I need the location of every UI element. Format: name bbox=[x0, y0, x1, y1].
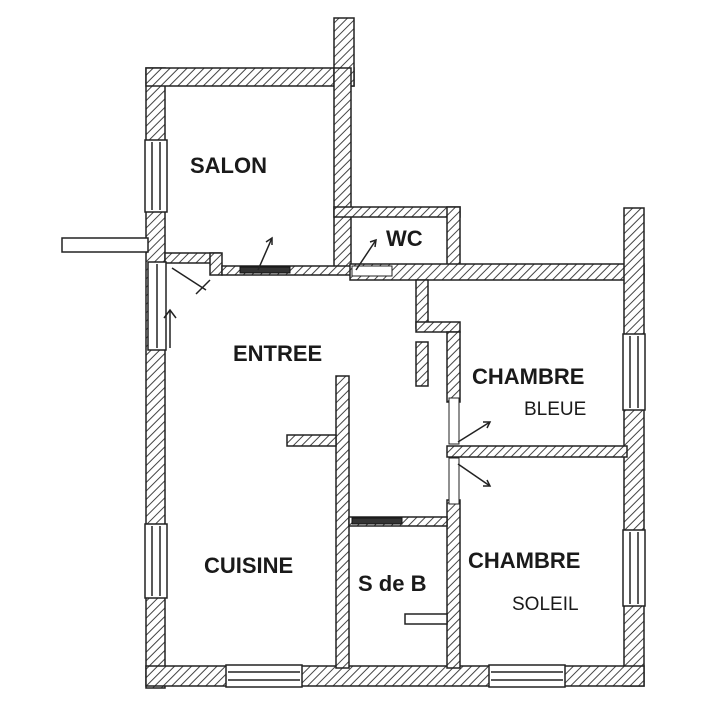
arrow-wc bbox=[355, 239, 377, 271]
interior-doors bbox=[239, 265, 460, 525]
room-labels: SALON WC ENTREE CHAMBRE BLEUE CUISINE S … bbox=[190, 153, 586, 615]
arrow-entrance bbox=[171, 267, 207, 291]
label-chambre-soleil: CHAMBRE bbox=[468, 548, 580, 573]
wall-chambre-soleil-left bbox=[446, 499, 461, 669]
wall-bedrooms-divider bbox=[446, 445, 628, 458]
door-wc bbox=[351, 265, 393, 277]
window-salon bbox=[144, 139, 168, 213]
window-chambre-soleil bbox=[622, 529, 646, 607]
label-wc: WC bbox=[386, 226, 423, 251]
wall-chambre-bleue-left bbox=[446, 331, 461, 403]
wall-wc-right bbox=[446, 206, 461, 268]
wall-entree-right-upper bbox=[415, 279, 429, 329]
door-chambre-soleil bbox=[448, 457, 460, 505]
wall-cuisine-right bbox=[335, 375, 350, 669]
wall-bottom-outer bbox=[145, 665, 645, 687]
wall-salon-bottom-step bbox=[209, 252, 223, 276]
entrance-threshold bbox=[61, 237, 149, 253]
windows bbox=[144, 139, 646, 688]
door-chambre-bleue bbox=[448, 397, 460, 445]
wall-entree-right-jog bbox=[415, 321, 461, 333]
label-salon: SALON bbox=[190, 153, 267, 178]
label-entree: ENTREE bbox=[233, 341, 322, 366]
window-chambre-bleue bbox=[622, 333, 646, 411]
arrow-chambre-bleue bbox=[457, 421, 491, 443]
label-chambre-soleil-sub: SOLEIL bbox=[512, 594, 579, 615]
arrow-salon bbox=[257, 237, 273, 271]
label-chambre-bleue: CHAMBRE bbox=[472, 364, 584, 389]
door-sdb bbox=[351, 517, 403, 525]
door-arrows bbox=[163, 236, 492, 487]
door-salon bbox=[239, 266, 291, 274]
wall-bedrooms-top bbox=[349, 263, 645, 281]
window-cuisine bbox=[144, 523, 168, 599]
wall-cuisine-stub bbox=[286, 434, 337, 447]
window-chambre-soleil-bottom bbox=[488, 664, 566, 688]
entrance-door bbox=[61, 237, 167, 351]
wall-entree-right-stub bbox=[415, 341, 429, 387]
sdb-fixture bbox=[404, 613, 448, 625]
window-cuisine-bottom bbox=[225, 664, 303, 688]
label-cuisine: CUISINE bbox=[204, 553, 293, 578]
wall-salon-right bbox=[333, 67, 352, 274]
wall-salon-top bbox=[145, 67, 355, 87]
label-sdb: S de B bbox=[358, 571, 426, 596]
wall-wc-top bbox=[333, 206, 461, 218]
label-chambre-bleue-sub: BLEUE bbox=[524, 399, 586, 420]
arrow-chambre-soleil bbox=[457, 463, 491, 487]
